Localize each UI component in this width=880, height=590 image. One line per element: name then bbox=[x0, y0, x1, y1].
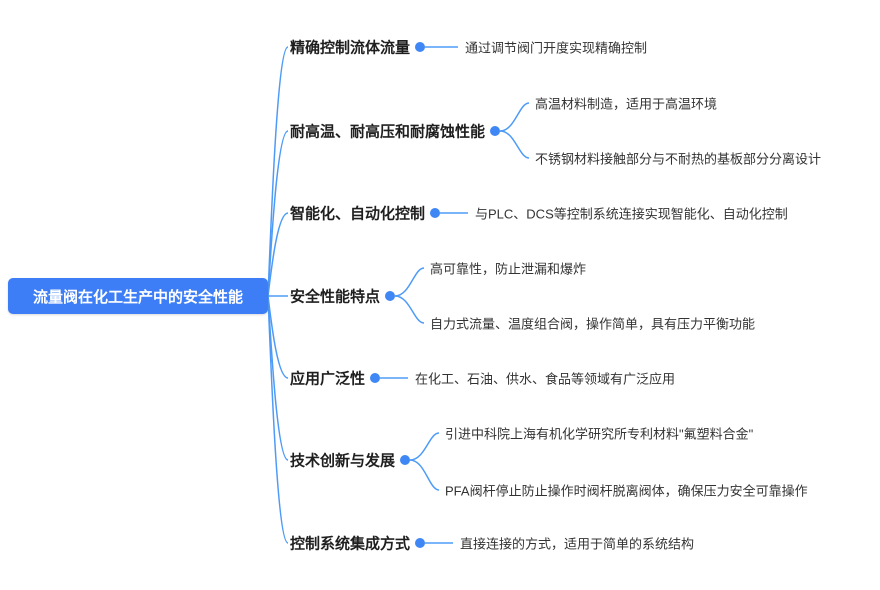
leaf-node[interactable]: 直接连接的方式，适用于简单的系统结构 bbox=[460, 536, 695, 552]
branch-node-temp-pressure-corrosion[interactable]: 耐高温、耐高压和耐腐蚀性能 bbox=[290, 123, 486, 141]
branch-node-smart-auto-control[interactable]: 智能化、自动化控制 bbox=[290, 205, 426, 223]
node-connector-dot[interactable] bbox=[400, 455, 410, 465]
leaf-connector bbox=[499, 130, 530, 159]
node-connector-dot[interactable] bbox=[415, 538, 425, 548]
leaf-node[interactable]: PFA阀杆停止防止操作时阀杆脱离阀体，确保压力安全可靠操作 bbox=[445, 483, 808, 499]
branch-node-system-integration[interactable]: 控制系统集成方式 bbox=[290, 535, 411, 553]
branch-connector bbox=[267, 295, 289, 544]
leaf-node[interactable]: 自力式流量、温度组合阀，操作简单，具有压力平衡功能 bbox=[430, 316, 756, 332]
leaf-node[interactable]: 不锈钢材料接触部分与不耐热的基板部分分离设计 bbox=[535, 151, 822, 167]
node-connector-dot[interactable] bbox=[370, 373, 380, 383]
leaf-connector bbox=[409, 459, 440, 491]
branch-node-tech-innovation[interactable]: 技术创新与发展 bbox=[290, 452, 396, 470]
leaf-node[interactable]: 引进中科院上海有机化学研究所专利材料"氟塑料合金" bbox=[445, 426, 754, 442]
branch-node-precise-flow-control[interactable]: 精确控制流体流量 bbox=[290, 39, 411, 57]
node-connector-dot[interactable] bbox=[415, 42, 425, 52]
leaf-node[interactable]: 在化工、石油、供水、食品等领域有广泛应用 bbox=[415, 371, 676, 387]
leaf-node[interactable]: 通过调节阀门开度实现精确控制 bbox=[465, 40, 648, 56]
node-connector-dot[interactable] bbox=[490, 126, 500, 136]
leaf-connector bbox=[394, 295, 425, 324]
leaf-node[interactable]: 高可靠性，防止泄漏和爆炸 bbox=[430, 261, 587, 277]
branch-node-safety-features[interactable]: 安全性能特点 bbox=[290, 288, 381, 306]
root-node[interactable]: 流量阀在化工生产中的安全性能 bbox=[8, 278, 268, 314]
leaf-connector bbox=[394, 267, 425, 297]
leaf-node[interactable]: 与PLC、DCS等控制系统连接实现智能化、自动化控制 bbox=[475, 206, 788, 222]
leaf-connector bbox=[499, 102, 530, 132]
leaf-connector bbox=[409, 432, 440, 461]
node-connector-dot[interactable] bbox=[385, 291, 395, 301]
branch-node-wide-application[interactable]: 应用广泛性 bbox=[290, 370, 366, 388]
branch-connector bbox=[267, 212, 289, 297]
branch-connector bbox=[267, 130, 289, 297]
node-connector-dot[interactable] bbox=[430, 208, 440, 218]
branch-connector bbox=[267, 46, 289, 297]
leaf-node[interactable]: 高温材料制造，适用于高温环境 bbox=[535, 96, 718, 112]
